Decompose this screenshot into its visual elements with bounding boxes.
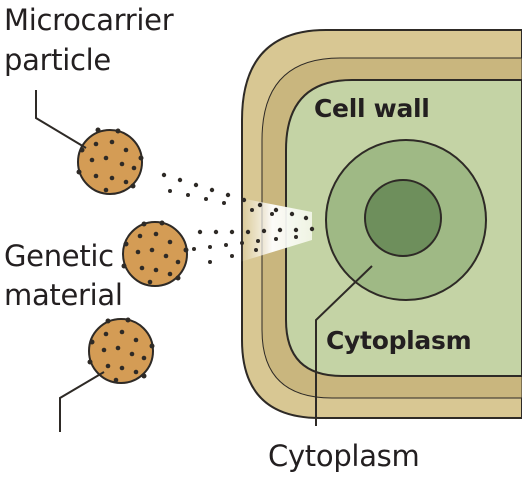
genetic-material-label-line1: Genetic	[4, 239, 114, 273]
microcarrier-label-line2: particle	[4, 43, 111, 77]
genetic-material-label-line2: material	[4, 278, 123, 312]
cell-wall-label: Cell wall	[314, 94, 430, 123]
nucleus-inner	[364, 179, 442, 257]
microcarrier-particle	[87, 317, 155, 384]
particle-trail	[161, 172, 315, 264]
cytoplasm-leader-line	[315, 265, 373, 426]
microcarrier-particle	[76, 127, 144, 195]
microcarrier-label-line1: Microcarrier	[4, 3, 174, 37]
particle-bottom-leader-line	[59, 371, 105, 432]
microcarrier-leader-line	[35, 90, 87, 149]
microcarrier-particle	[121, 220, 189, 287]
cytoplasm-inner-label: Cytoplasm	[326, 326, 472, 355]
cytoplasm-bottom-label: Cytoplasm	[268, 439, 420, 473]
